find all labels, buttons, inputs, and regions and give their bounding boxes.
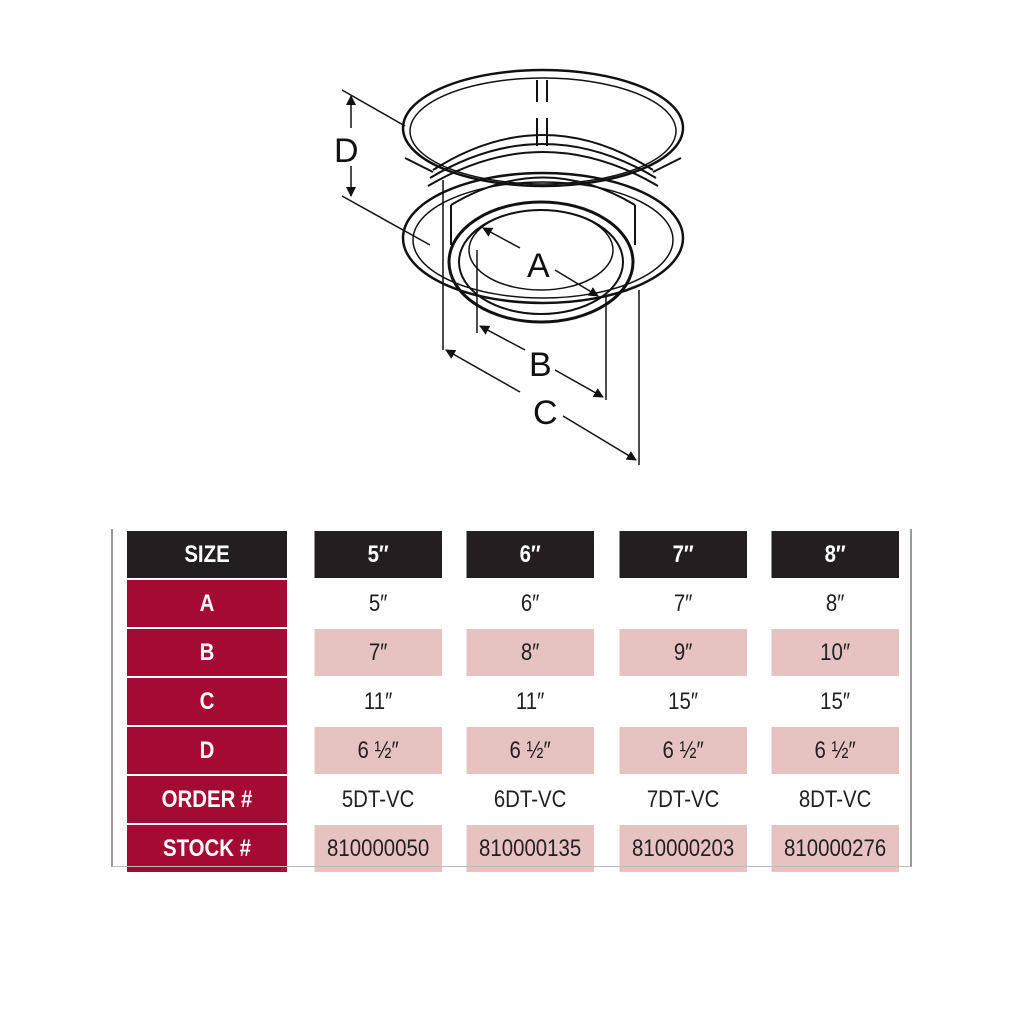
header-size-5: 5″ bbox=[312, 529, 444, 580]
table-cell: 6 ½″ bbox=[769, 725, 901, 776]
table-row-a: A 5″ 6″ 7″ 8″ bbox=[112, 578, 911, 629]
row-label: ORDER # bbox=[125, 774, 289, 825]
table-cell: 5″ bbox=[312, 578, 444, 629]
table-cell: 7″ bbox=[617, 578, 749, 629]
row-label: STOCK # bbox=[125, 823, 289, 874]
dimension-label-c: C bbox=[533, 394, 558, 432]
table-cell: 7DT-VC bbox=[617, 774, 749, 825]
table-row-b: B 7″ 8″ 9″ 10″ bbox=[112, 627, 911, 678]
dimension-label-b: B bbox=[529, 346, 552, 384]
table-cell: 810000050 bbox=[312, 823, 444, 874]
header-size-7: 7″ bbox=[617, 529, 749, 580]
table-row-d: D 6 ½″ 6 ½″ 6 ½″ 6 ½″ bbox=[112, 725, 911, 776]
product-dimension-diagram: D A B C bbox=[334, 68, 685, 465]
dimension-lines bbox=[341, 89, 640, 465]
header-size-6: 6″ bbox=[464, 529, 596, 580]
table-cell: 8″ bbox=[769, 578, 901, 629]
header-size-8: 8″ bbox=[769, 529, 901, 580]
table-cell: 5DT-VC bbox=[312, 774, 444, 825]
dimension-label-a: A bbox=[527, 247, 550, 285]
size-spec-table: SIZE 5″ 6″ 7″ 8″ A 5″ 6″ 7″ 8″ B 7″ 8″ 9… bbox=[111, 529, 912, 874]
table-cell: 810000135 bbox=[464, 823, 596, 874]
table-cell: 7″ bbox=[312, 627, 444, 678]
table-cell: 810000203 bbox=[617, 823, 749, 874]
table-cell: 11″ bbox=[312, 676, 444, 727]
table-cell: 9″ bbox=[617, 627, 749, 678]
row-label: A bbox=[125, 578, 289, 629]
table-cell: 15″ bbox=[769, 676, 901, 727]
row-label: B bbox=[125, 627, 289, 678]
table-header-row: SIZE 5″ 6″ 7″ 8″ bbox=[112, 529, 911, 580]
table-cell: 6 ½″ bbox=[617, 725, 749, 776]
table-row-order: ORDER # 5DT-VC 6DT-VC 7DT-VC 8DT-VC bbox=[112, 774, 911, 825]
table-cell: 8DT-VC bbox=[769, 774, 901, 825]
table-cell: 15″ bbox=[617, 676, 749, 727]
table-cell: 8″ bbox=[464, 627, 596, 678]
table-cell: 6DT-VC bbox=[464, 774, 596, 825]
thimble-drawing bbox=[401, 68, 685, 324]
table-cell: 6 ½″ bbox=[464, 725, 596, 776]
row-label: D bbox=[125, 725, 289, 776]
table-cell: 810000276 bbox=[769, 823, 901, 874]
table-cell: 10″ bbox=[769, 627, 901, 678]
table-cell: 11″ bbox=[464, 676, 596, 727]
table-row-stock: STOCK # 810000050 810000135 810000203 81… bbox=[112, 823, 911, 874]
dimension-label-d: D bbox=[334, 132, 359, 170]
header-size-label: SIZE bbox=[125, 529, 289, 580]
table-row-c: C 11″ 11″ 15″ 15″ bbox=[112, 676, 911, 727]
row-label: C bbox=[125, 676, 289, 727]
table-cell: 6″ bbox=[464, 578, 596, 629]
table-cell: 6 ½″ bbox=[312, 725, 444, 776]
